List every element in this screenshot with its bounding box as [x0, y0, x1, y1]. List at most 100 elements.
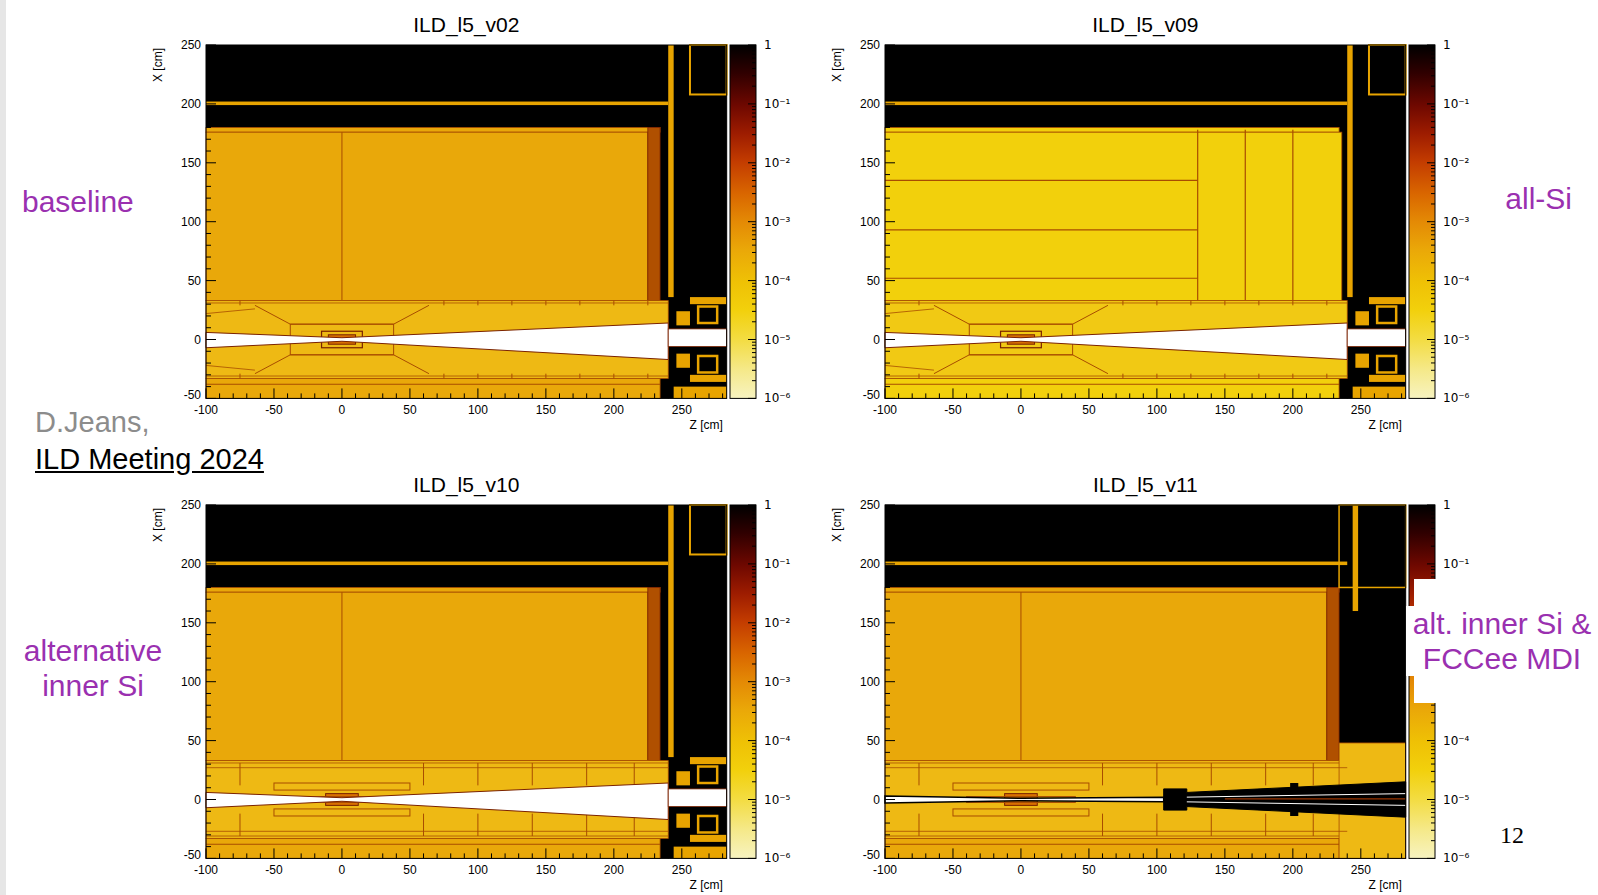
scale-tick — [1427, 221, 1435, 222]
scale-tick — [1431, 771, 1435, 772]
detector-volume — [648, 127, 660, 300]
label-slot: 0 — [873, 793, 880, 807]
detector-outline — [613, 301, 614, 306]
axis-tick — [885, 552, 890, 553]
detector-outline — [885, 309, 934, 314]
label-slot: 100 — [181, 215, 201, 229]
axis-tick — [1252, 853, 1253, 858]
axis-tick — [885, 174, 890, 175]
scale-tick — [752, 518, 756, 519]
label-slot: 150 — [1215, 403, 1235, 417]
axis-tick — [1061, 853, 1062, 858]
tick-label: 250 — [672, 863, 692, 877]
scale-tick — [752, 746, 756, 747]
axis-tick — [206, 388, 207, 398]
detector-outline — [545, 301, 546, 306]
label-slot: 150 — [181, 156, 201, 170]
scale-tick — [1431, 817, 1435, 818]
detector-outline — [579, 301, 580, 306]
axis-tick — [206, 115, 211, 116]
axis-tick — [206, 339, 216, 340]
detector-volume — [885, 505, 1406, 858]
variant-label: alt. inner Si & FCCee MDI — [1413, 607, 1591, 675]
axis-tick — [641, 853, 642, 858]
axis-tick — [206, 752, 211, 753]
scale-tick — [752, 345, 756, 346]
axis-title: Z [cm] — [1369, 418, 1402, 432]
detector-outline — [1211, 763, 1212, 785]
detector-volume — [690, 297, 727, 304]
label-slot: 250 — [1351, 863, 1371, 877]
axis-tick — [1360, 388, 1361, 398]
detector-volume — [676, 771, 690, 785]
tick-label: 200 — [1283, 403, 1303, 417]
scale-tick — [752, 245, 756, 246]
detector-outline — [885, 278, 1198, 279]
detector-volume — [885, 838, 1339, 858]
axis-tick — [260, 853, 261, 858]
scale-tick — [752, 507, 756, 508]
axis-tick — [885, 787, 890, 788]
tick-label: 250 — [860, 498, 880, 512]
axis-tick — [206, 505, 216, 506]
scale-tick — [752, 121, 756, 122]
detector-outline — [1197, 130, 1198, 301]
label-slot: 10⁻² — [764, 156, 790, 170]
axis-tick — [450, 393, 451, 398]
scale-tick — [1427, 162, 1435, 163]
scale-tick — [752, 753, 756, 754]
detector-outline — [885, 796, 1164, 803]
scale-tick — [752, 653, 756, 654]
scale-tick — [748, 45, 756, 46]
axis-tick — [885, 80, 890, 81]
tick-label: 0 — [873, 793, 880, 807]
axis-tick — [1347, 853, 1348, 858]
tick-label: 200 — [860, 97, 880, 111]
label-slot: X [cm] — [151, 508, 165, 542]
scale-label: 10⁻³ — [1443, 215, 1469, 229]
detector-volume — [885, 378, 1339, 398]
scale-label: 10⁻⁵ — [764, 793, 790, 807]
author-name: D.Jeans, — [35, 406, 149, 438]
detector-outline — [647, 374, 648, 379]
detector-volume — [1290, 783, 1298, 816]
scale-tick — [1431, 168, 1435, 169]
axis-tick — [912, 853, 913, 858]
axis-tick — [966, 393, 967, 398]
scale-tick — [1427, 339, 1435, 340]
detector-outline — [1156, 763, 1157, 785]
tick-label: 200 — [181, 557, 201, 571]
axis-tick — [477, 388, 478, 398]
scale-tick — [1431, 722, 1435, 723]
label-slot: 150 — [181, 616, 201, 630]
scale-tick — [752, 822, 756, 823]
axis-tick — [885, 846, 890, 847]
axis-tick — [206, 658, 211, 659]
scale-label: 10⁻⁶ — [764, 391, 790, 405]
axis-tick — [206, 611, 211, 612]
scale-label: 10⁻⁴ — [764, 734, 790, 748]
scale-tick — [752, 802, 756, 803]
scale-tick — [1431, 830, 1435, 831]
plot-title: ILD_l5_v09 — [885, 13, 1406, 37]
detector-outline — [885, 836, 1347, 837]
detector-outline — [423, 763, 424, 785]
axis-tick — [206, 68, 211, 69]
scale-tick — [1431, 546, 1435, 547]
label-slot: 10⁻⁵ — [1443, 793, 1469, 807]
axis-tick — [1156, 848, 1157, 858]
label-slot: 50 — [188, 274, 201, 288]
scale-tick — [752, 576, 756, 577]
detector-volume — [668, 789, 726, 807]
detector-outline — [477, 374, 478, 379]
axis-tick — [355, 393, 356, 398]
scale-tick — [752, 764, 756, 765]
scale-tick — [752, 771, 756, 772]
scale-tick — [1431, 569, 1435, 570]
scale-tick — [1431, 116, 1435, 117]
axis-tick — [1048, 393, 1049, 398]
scale-tick — [1431, 753, 1435, 754]
axis-tick — [1075, 853, 1076, 858]
scale-tick — [1431, 345, 1435, 346]
label-slot: 150 — [860, 156, 880, 170]
